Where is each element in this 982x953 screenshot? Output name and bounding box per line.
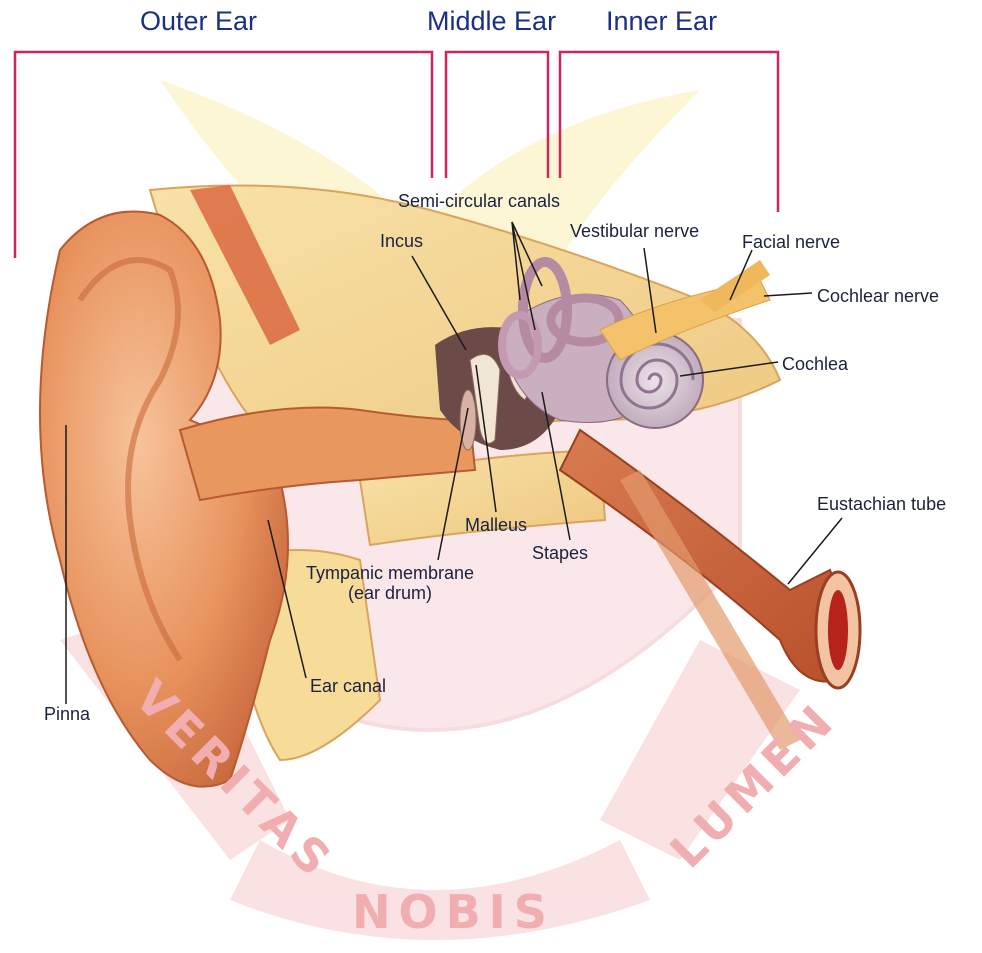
label-pinna: Pinna [44,704,90,724]
label-cochlea: Cochlea [782,354,848,374]
label-incus: Incus [380,231,423,251]
label-tympanic-line2: (ear drum) [300,583,480,603]
label-cochlear-nerve: Cochlear nerve [817,286,939,306]
label-semicircular-canals: Semi-circular canals [398,191,560,211]
inner-ear-title: Inner Ear [606,6,717,37]
label-malleus: Malleus [465,515,527,535]
label-vestibular-nerve: Vestibular nerve [570,221,699,241]
label-stapes: Stapes [532,543,588,563]
tympanic-membrane-shape [460,390,476,450]
label-tympanic-line1: Tympanic membrane [300,563,480,583]
label-ear-canal: Ear canal [310,676,386,696]
label-facial-nerve: Facial nerve [742,232,840,252]
label-tympanic-membrane: Tympanic membrane (ear drum) [300,563,480,603]
middle-ear-title: Middle Ear [427,6,556,37]
leader-cochlear-nerve [764,293,812,296]
watermark-bottom-text: NOBIS [352,885,555,939]
outer-ear-title: Outer Ear [140,6,257,37]
eustachian-lumen [828,590,848,670]
label-eustachian-tube: Eustachian tube [817,494,946,514]
